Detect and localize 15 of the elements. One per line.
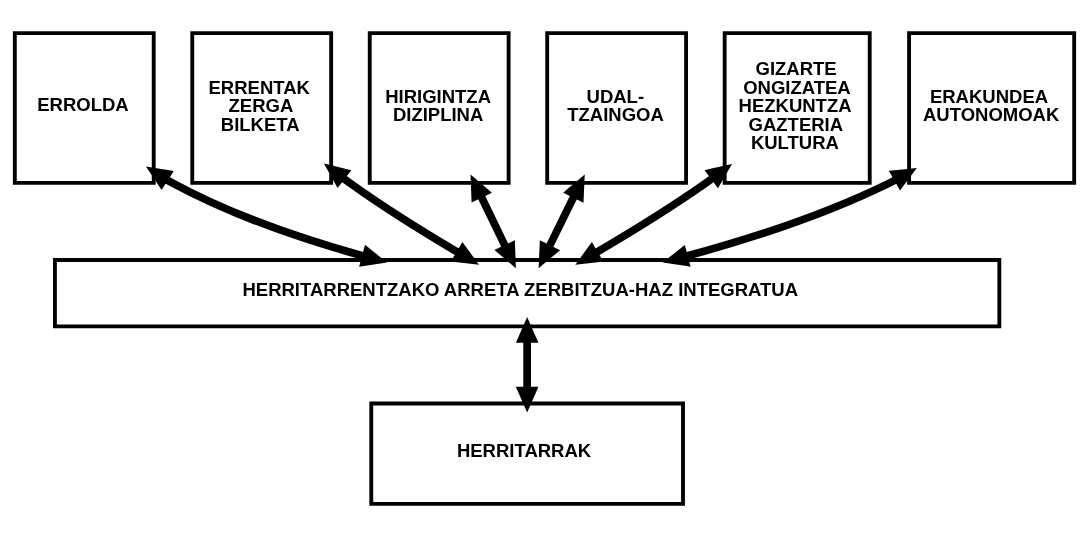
- node-box: GIZARTE ONGIZATEA HEZKUNTZA GAZTERIA KULTURA: [722, 30, 872, 185]
- arrow: [538, 173, 585, 268]
- node-box: HIRIGINTZA DIZIPLINA: [367, 30, 511, 185]
- node-box: ERAKUNDEA AUTONOMOAK: [907, 30, 1077, 185]
- arrow: [575, 163, 733, 265]
- node-box: HERRITARRAK: [369, 401, 685, 506]
- arrow: [515, 316, 539, 413]
- arrow: [323, 162, 479, 265]
- arrow: [662, 167, 917, 267]
- node-box: ERRENTAK ZERGA BILKETA: [190, 30, 334, 185]
- node-box: HERRITARRENTZAKO ARRETA ZERBITZUA-HAZ INTEGRATUA: [53, 257, 1002, 328]
- arrow: [145, 166, 387, 267]
- arrow: [470, 173, 516, 268]
- node-box: UDAL- TZAINGOA: [545, 30, 688, 185]
- node-box: ERROLDA: [12, 30, 156, 185]
